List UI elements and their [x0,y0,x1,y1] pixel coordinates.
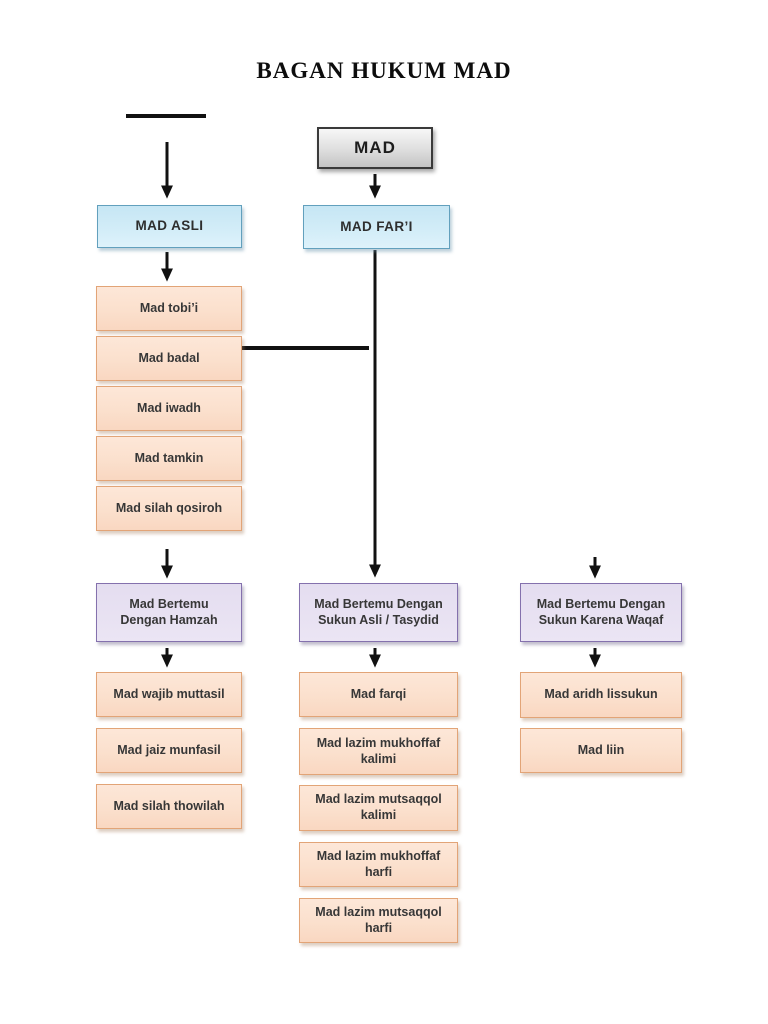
node-mad-asli: MAD ASLI [97,205,242,248]
node-mad-silah-qosiroh: Mad silah qosiroh [96,486,242,531]
node-mad-tamkin: Mad tamkin [96,436,242,481]
node-mad-lazim-mukhoffaf-harfi: Mad lazim mukhoffaf harfi [299,842,458,887]
node-mad-fari: MAD FAR’I [303,205,450,249]
node-group-sukun-asli: Mad Bertemu Dengan Sukun Asli / Tasydid [299,583,458,642]
node-mad-lazim-mutsaqqol-harfi: Mad lazim mutsaqqol harfi [299,898,458,943]
node-mad-farqi: Mad farqi [299,672,458,717]
node-mad-liin: Mad liin [520,728,682,773]
node-mad-jaiz-munfasil: Mad jaiz munfasil [96,728,242,773]
node-mad-lazim-mutsaqqol-kalimi: Mad lazim mutsaqqol kalimi [299,785,458,831]
node-group-hamzah: Mad Bertemu Dengan Hamzah [96,583,242,642]
node-group-sukun-waqaf: Mad Bertemu Dengan Sukun Karena Waqaf [520,583,682,642]
node-mad-tobii: Mad tobi’i [96,286,242,331]
node-mad-root: MAD [317,127,433,169]
node-mad-aridh-lissukun: Mad aridh lissukun [520,672,682,718]
node-mad-iwadh: Mad iwadh [96,386,242,431]
node-mad-lazim-mukhoffaf-kalimi: Mad lazim mukhoffaf kalimi [299,728,458,775]
node-mad-wajib-muttasil: Mad wajib muttasil [96,672,242,717]
node-mad-silah-thowilah: Mad silah thowilah [96,784,242,829]
node-mad-badal: Mad badal [96,336,242,381]
page-title: BAGAN HUKUM MAD [256,58,512,83]
